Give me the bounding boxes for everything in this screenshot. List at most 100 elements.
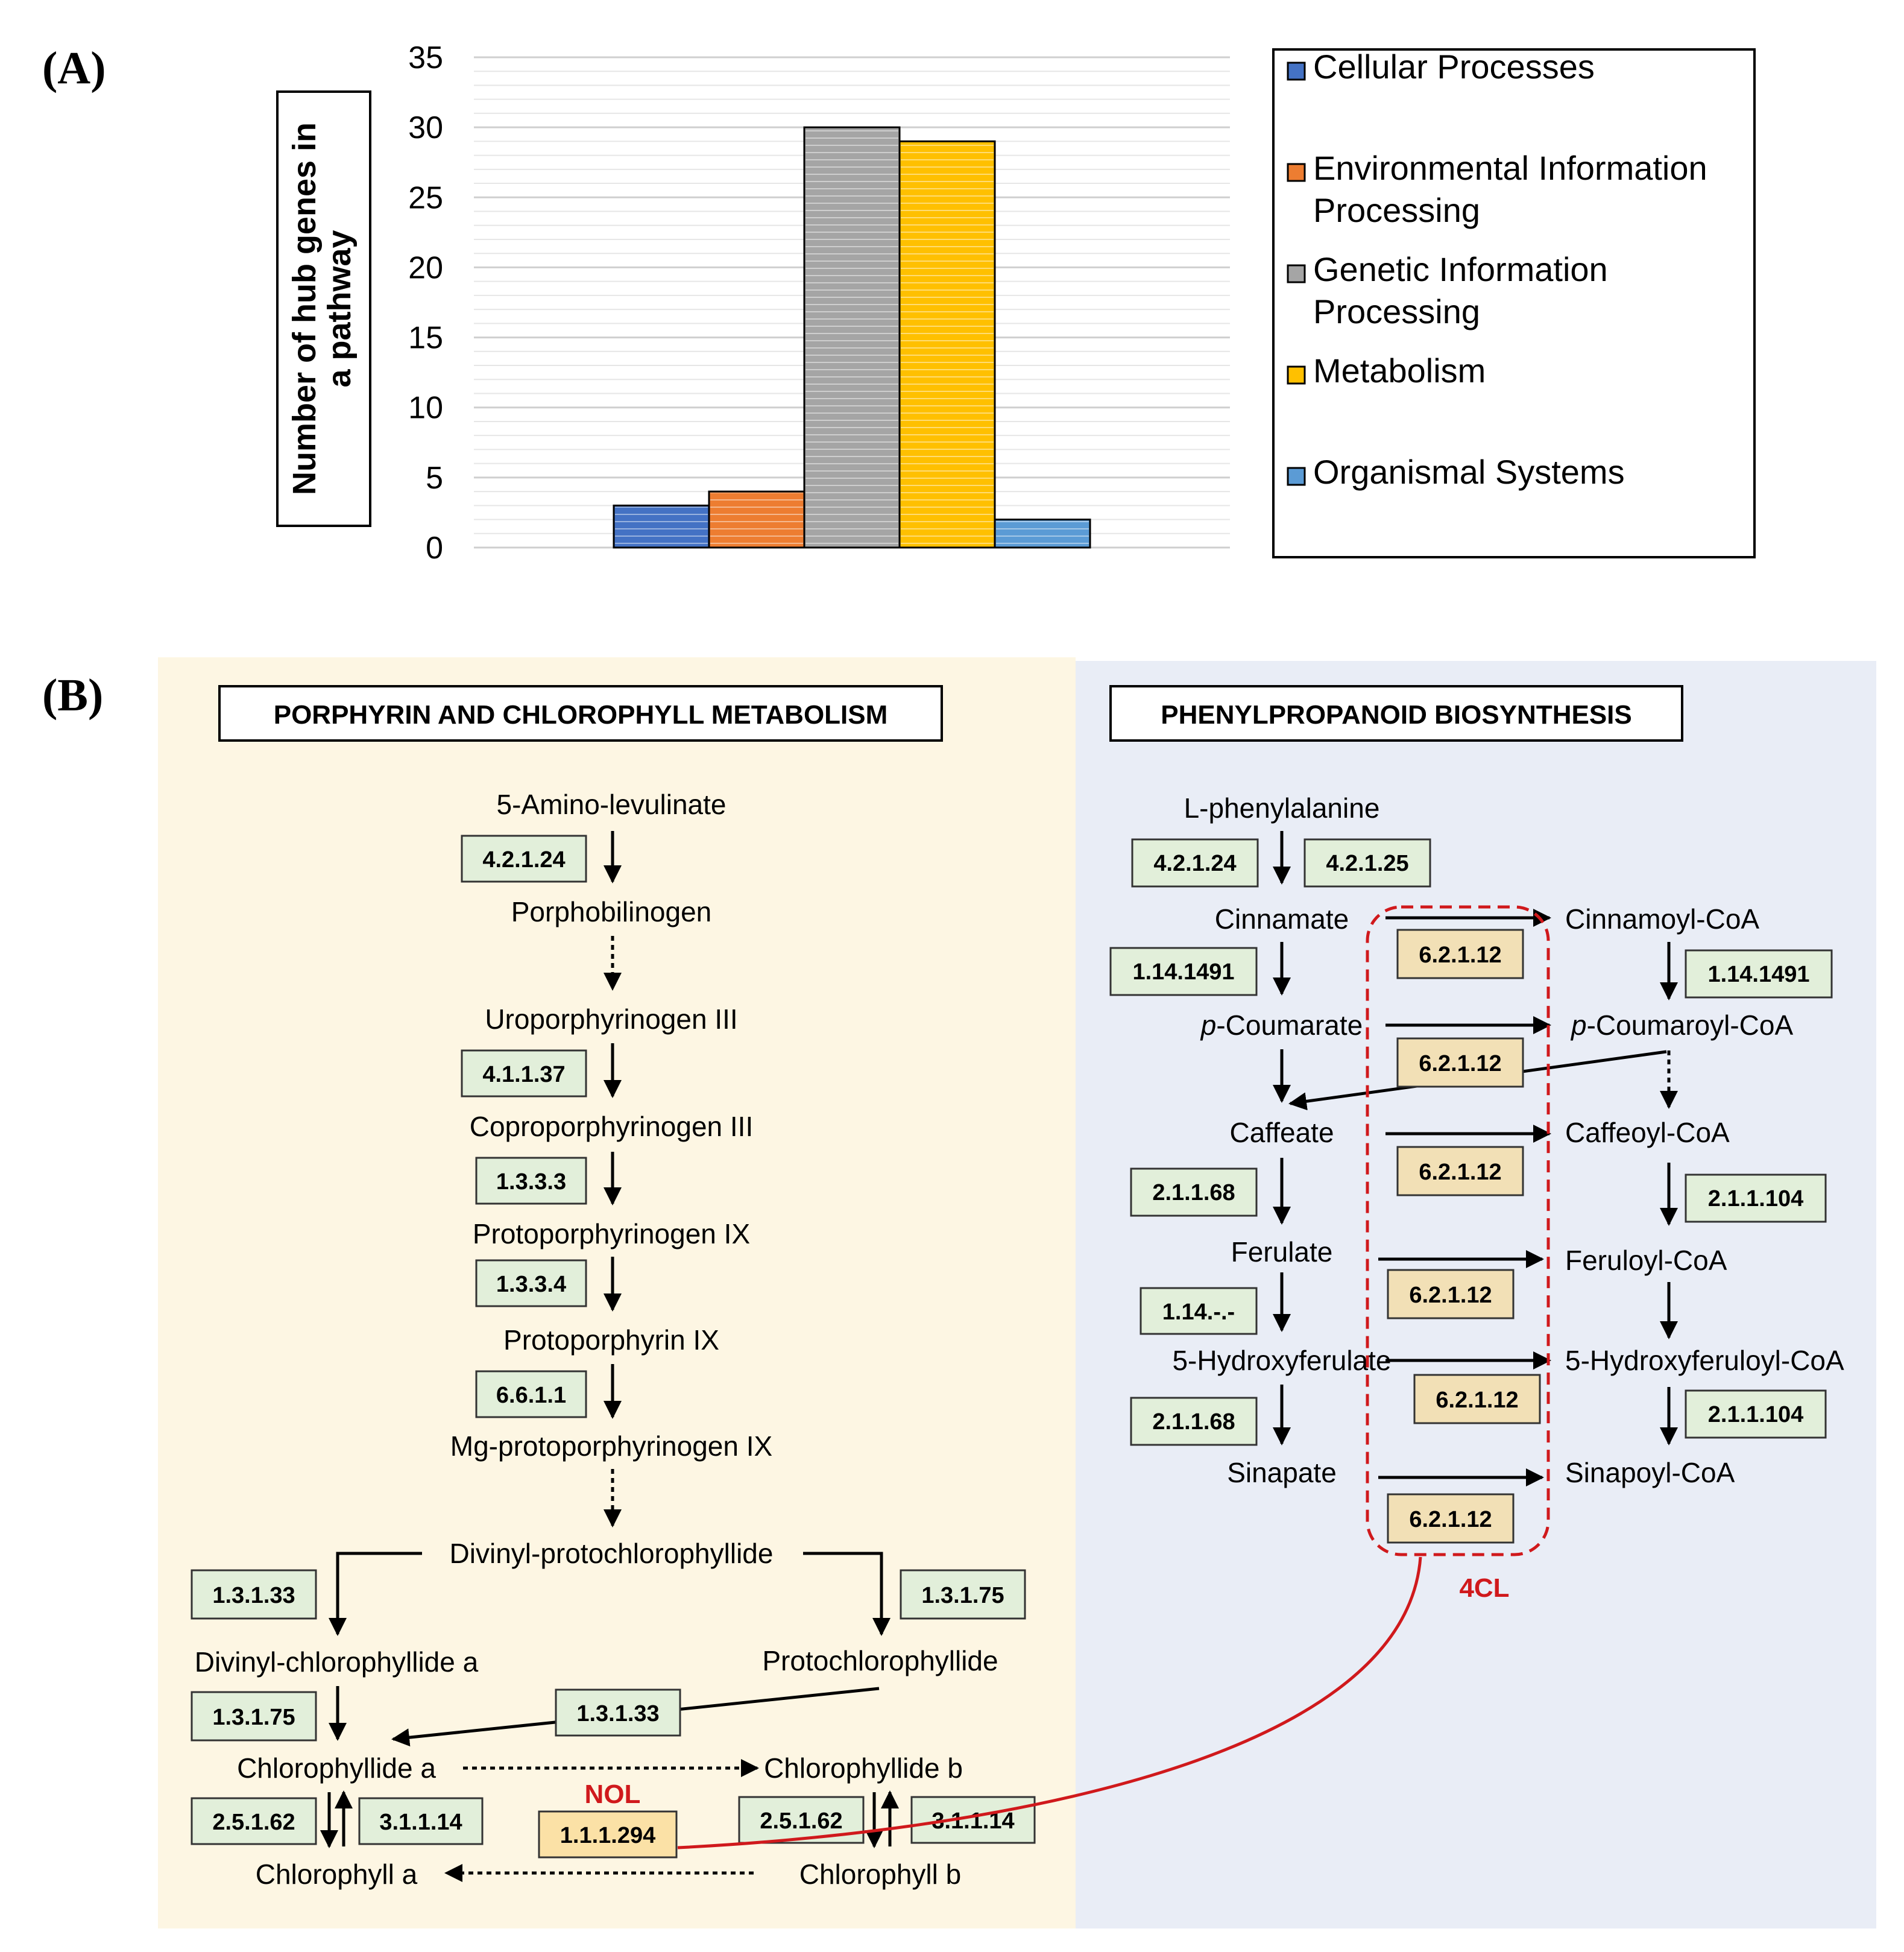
4cl-label: 4CL bbox=[1459, 1573, 1509, 1603]
enzyme-6-2-1-12: 6.2.1.12 bbox=[1419, 943, 1501, 968]
compound-chlorophyllide-b: Chlorophyllide b bbox=[764, 1752, 963, 1784]
enzyme-4-1-1-37: 4.1.1.37 bbox=[482, 1062, 565, 1087]
compound-protochlorophyllide: Protochlorophyllide bbox=[762, 1645, 998, 1676]
legend-swatch bbox=[1287, 264, 1306, 283]
legend-swatch bbox=[1287, 365, 1306, 385]
enzyme-3-1-1-14: 3.1.1.14 bbox=[379, 1810, 462, 1835]
legend-label: Metabolism bbox=[1313, 352, 1486, 390]
legend-label: Organismal Systems bbox=[1313, 453, 1625, 491]
ylabel-box bbox=[276, 90, 371, 527]
bar-plot: 0 5 10 15 20 25 30 35 bbox=[408, 40, 1230, 566]
compound-sinapate: Sinapate bbox=[1227, 1457, 1337, 1488]
compound-sinapoyl-coa: Sinapoyl-CoA bbox=[1565, 1457, 1735, 1488]
enzyme-6-2-1-12: 6.2.1.12 bbox=[1409, 1283, 1492, 1308]
phenylpropanoid-title-box bbox=[1109, 685, 1683, 742]
y-tick-label: 15 bbox=[408, 321, 443, 356]
y-tick-label: 10 bbox=[408, 391, 443, 426]
compound-5-hydroxyferuloyl-coa: 5-Hydroxyferuloyl-CoA bbox=[1565, 1345, 1844, 1376]
4cl-nol-connector bbox=[677, 1556, 1422, 1849]
y-tick-label: 25 bbox=[408, 180, 443, 215]
phenylpropanoid-enzyme-boxes bbox=[1109, 838, 1833, 1446]
compound-divinyl-protochlorophyllide: Divinyl-protochlorophyllide bbox=[450, 1538, 774, 1569]
nol-label: NOL bbox=[585, 1780, 641, 1809]
legend-label-line2: Processing bbox=[1313, 292, 1480, 330]
enzyme-2-1-1-68: 2.1.1.68 bbox=[1152, 1180, 1235, 1205]
compound-divinyl-chlorophyllide-a: Divinyl-chlorophyllide a bbox=[195, 1646, 479, 1678]
enzyme-1-3-1-33: 1.3.1.33 bbox=[576, 1701, 659, 1726]
enzyme-1-1-1-294: 1.1.1.294 bbox=[560, 1823, 655, 1848]
compound-5-amino-levulinate: 5-Amino-levulinate bbox=[497, 789, 727, 820]
compound-coproporphyrinogen-iii: Coproporphyrinogen III bbox=[470, 1111, 754, 1142]
porphyrin-title-box bbox=[218, 685, 943, 742]
enzyme-2-5-1-62: 2.5.1.62 bbox=[212, 1810, 295, 1835]
y-tick-label: 5 bbox=[426, 461, 443, 496]
enzyme-1-3-3-4: 1.3.3.4 bbox=[496, 1272, 566, 1297]
bar-pattern bbox=[996, 520, 1089, 546]
nol-enzyme-box bbox=[538, 1810, 678, 1859]
enzyme-4-2-1-24: 4.2.1.24 bbox=[1153, 851, 1236, 876]
compound-chlorophyll-a: Chlorophyll a bbox=[256, 1859, 418, 1890]
bars bbox=[613, 126, 1091, 549]
y-tick-label: 20 bbox=[408, 250, 443, 285]
compound-caffeate: Caffeate bbox=[1229, 1117, 1334, 1148]
legend-swatch bbox=[1287, 163, 1306, 182]
y-axis-label-line2: a pathway bbox=[321, 230, 358, 387]
compound-protoporphyrinogen-ix: Protoporphyrinogen IX bbox=[473, 1218, 750, 1249]
compound-caffeoyl-coa: Caffeoyl-CoA bbox=[1565, 1117, 1730, 1148]
4cl-enzyme-boxes bbox=[1387, 929, 1541, 1544]
enzyme-1-14-1491: 1.14.1491 bbox=[1132, 959, 1234, 985]
porphyrin-arrows bbox=[320, 831, 899, 1882]
porphyrin-title: PORPHYRIN AND CHLOROPHYLL METABOLISM bbox=[274, 700, 888, 730]
y-tick-label: 35 bbox=[408, 40, 443, 75]
enzyme-1-3-3-3: 1.3.3.3 bbox=[496, 1169, 566, 1195]
compound-chlorophyllide-a: Chlorophyllide a bbox=[237, 1752, 436, 1784]
bar-pattern bbox=[901, 142, 994, 546]
compound-feruloyl-coa: Feruloyl-CoA bbox=[1565, 1245, 1727, 1276]
panel-b-label: (B) bbox=[42, 670, 103, 721]
compound-5-hydroxyferulate: 5-Hydroxyferulate bbox=[1172, 1345, 1391, 1376]
panel-a-label: (A) bbox=[42, 43, 106, 93]
enzyme-1-3-1-75: 1.3.1.75 bbox=[212, 1705, 295, 1730]
enzyme-6-2-1-12: 6.2.1.12 bbox=[1419, 1160, 1501, 1185]
bar-pattern bbox=[615, 507, 708, 546]
enzyme-1-3-1-33: 1.3.1.33 bbox=[212, 1583, 295, 1608]
legend-label: Genetic Information bbox=[1313, 250, 1608, 288]
y-tick-label: 30 bbox=[408, 110, 443, 145]
enzyme-2-1-1-68: 2.1.1.68 bbox=[1152, 1409, 1235, 1435]
compound-porphobilinogen: Porphobilinogen bbox=[511, 896, 712, 927]
compound-l-phenylalanine: L-phenylalanine bbox=[1184, 792, 1380, 824]
compound-p-coumarate: p-Coumarate bbox=[1200, 1009, 1363, 1041]
enzyme-2-5-1-62: 2.5.1.62 bbox=[760, 1808, 842, 1834]
bar-pattern bbox=[710, 493, 803, 546]
compound-protoporphyrin-ix: Protoporphyrin IX bbox=[503, 1324, 719, 1356]
enzyme-6-2-1-12: 6.2.1.12 bbox=[1419, 1051, 1501, 1076]
enzyme-1-3-1-75: 1.3.1.75 bbox=[921, 1583, 1004, 1608]
enzyme-2-1-1-104: 2.1.1.104 bbox=[1708, 1402, 1803, 1427]
compound-uroporphyrinogen-iii: Uroporphyrinogen III bbox=[485, 1003, 737, 1035]
enzyme-1-14-1491: 1.14.1491 bbox=[1707, 962, 1809, 987]
legend-label: Cellular Processes bbox=[1313, 48, 1595, 86]
y-axis-label-line1: Number of hub genes in bbox=[286, 122, 323, 495]
legend-label-line2: Processing bbox=[1313, 191, 1480, 229]
compound-cinnamate: Cinnamate bbox=[1215, 903, 1349, 935]
bar-pattern bbox=[805, 128, 898, 547]
legend-label: Environmental Information bbox=[1313, 149, 1707, 187]
compound-ferulate: Ferulate bbox=[1231, 1236, 1333, 1268]
enzyme-6-2-1-12: 6.2.1.12 bbox=[1436, 1388, 1518, 1413]
y-tick-label: 0 bbox=[426, 531, 443, 566]
legend-box bbox=[1272, 48, 1756, 558]
enzyme-4-2-1-24: 4.2.1.24 bbox=[482, 847, 565, 873]
phenylpropanoid-title: PHENYLPROPANOID BIOSYNTHESIS bbox=[1161, 700, 1632, 730]
enzyme-2-1-1-104: 2.1.1.104 bbox=[1708, 1186, 1803, 1211]
legend-swatch bbox=[1287, 62, 1306, 81]
y-tick-labels: 0 5 10 15 20 25 30 35 bbox=[408, 40, 443, 566]
compound-cinnamoyl-coa: Cinnamoyl-CoA bbox=[1565, 903, 1759, 935]
enzyme-1-14: 1.14.-.- bbox=[1162, 1300, 1235, 1325]
enzyme-6-2-1-12: 6.2.1.12 bbox=[1409, 1507, 1492, 1532]
enzyme-4-2-1-25: 4.2.1.25 bbox=[1326, 851, 1408, 876]
compound-p-coumaroyl-coa: p-Coumaroyl-CoA bbox=[1570, 1009, 1793, 1041]
4cl-highlight-box bbox=[1366, 905, 1550, 1556]
legend-swatch bbox=[1287, 467, 1306, 486]
